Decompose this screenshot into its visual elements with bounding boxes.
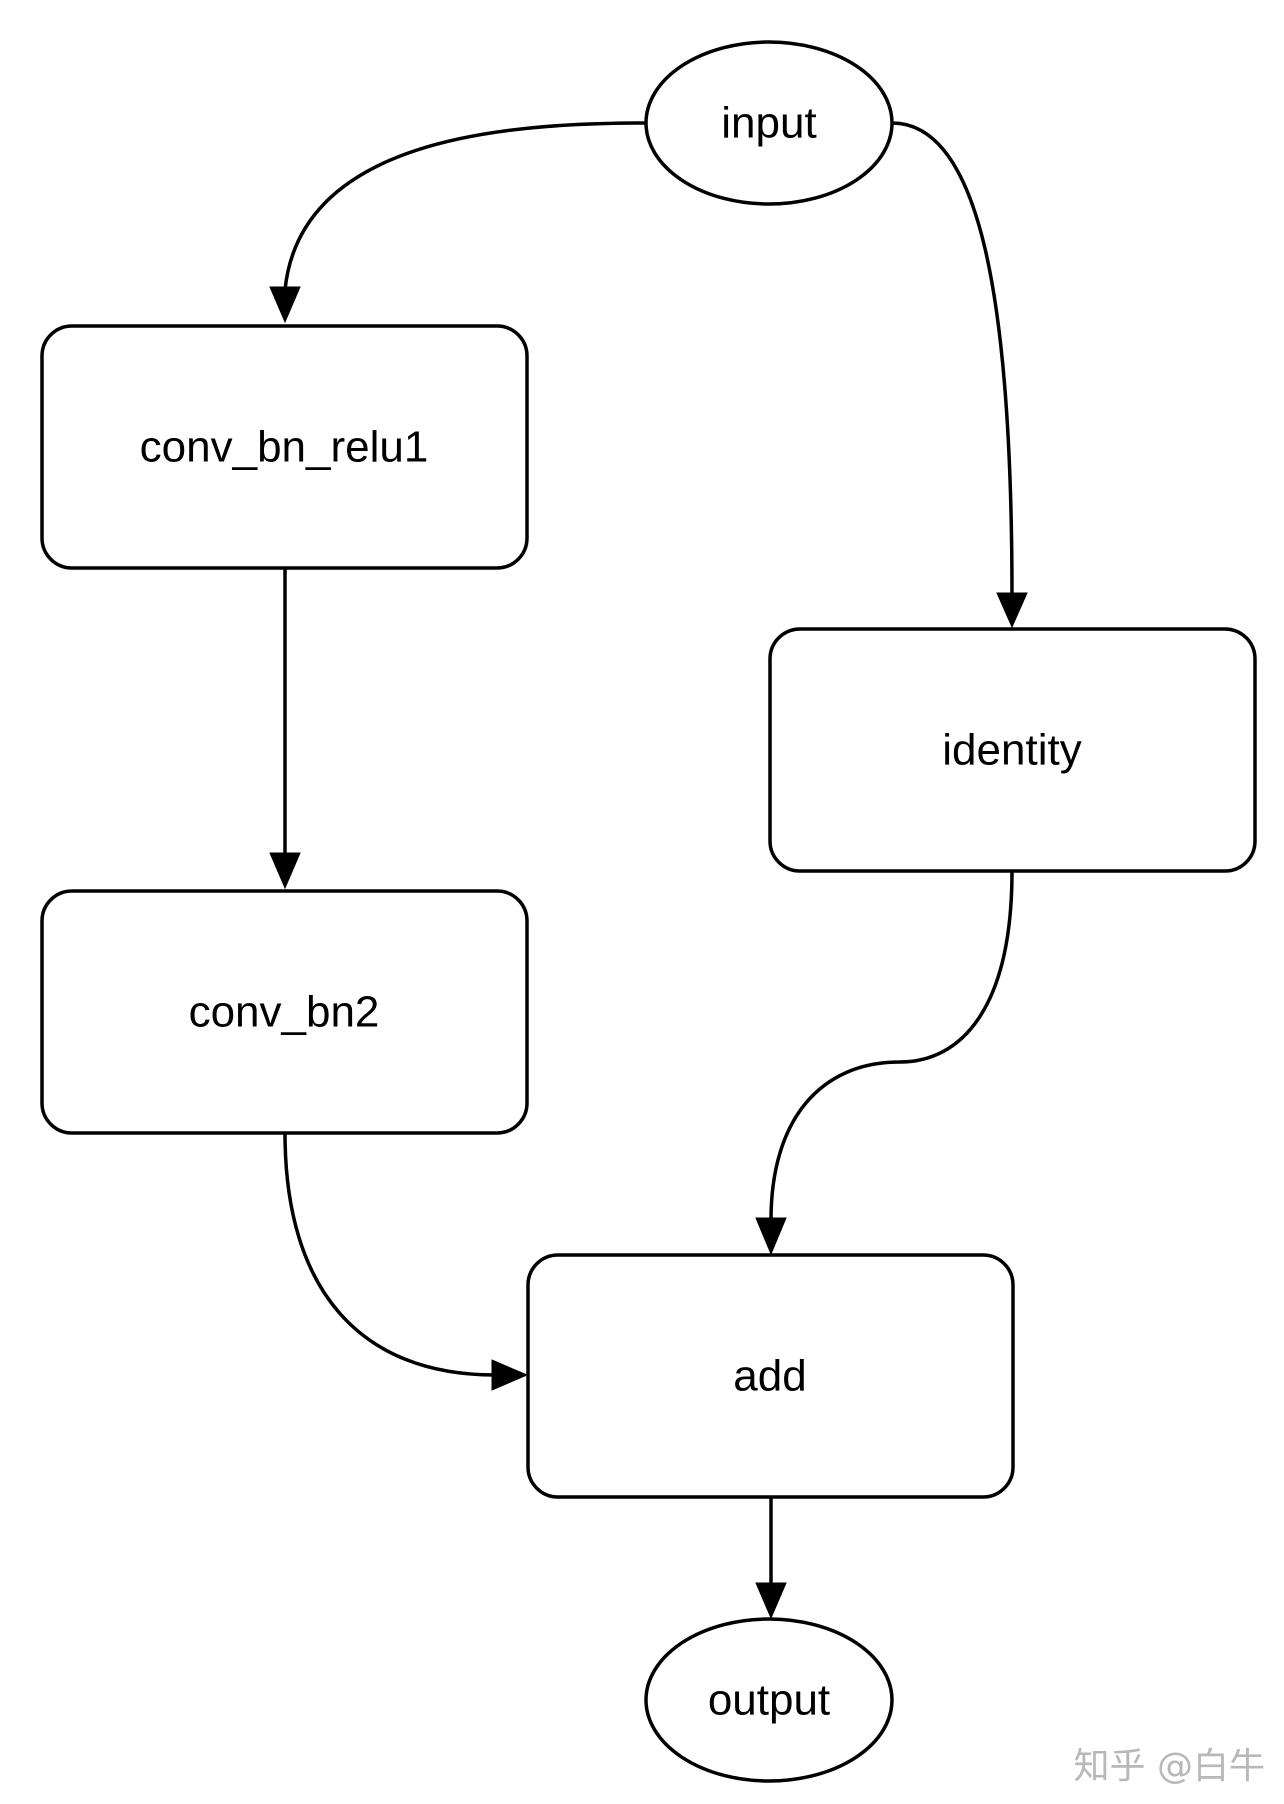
node-conv-bn-relu1-label: conv_bn_relu1 bbox=[140, 423, 429, 472]
arrowhead-conv-bn-relu1 bbox=[269, 286, 301, 324]
edge-input-to-identity bbox=[891, 121, 1014, 597]
edge-identity-to-add bbox=[769, 870, 1014, 1221]
node-identity-label: identity bbox=[942, 726, 1081, 775]
node-conv-bn-relu1: conv_bn_relu1 bbox=[40, 324, 529, 570]
edge-input-to-conv-bn-relu1 bbox=[283, 121, 647, 291]
edge-conv-bn2-to-add bbox=[283, 1132, 496, 1377]
node-output: output bbox=[644, 1617, 894, 1783]
node-identity: identity bbox=[768, 627, 1257, 873]
node-conv-bn2-label: conv_bn2 bbox=[189, 988, 380, 1037]
node-output-label: output bbox=[708, 1676, 830, 1725]
node-input: input bbox=[644, 40, 894, 206]
watermark: 知乎 @白牛 bbox=[1074, 1746, 1265, 1787]
arrowhead-conv-bn2 bbox=[269, 852, 301, 890]
node-add: add bbox=[526, 1253, 1015, 1499]
node-add-label: add bbox=[733, 1352, 806, 1401]
node-input-label: input bbox=[721, 99, 816, 148]
arrowhead-identity bbox=[996, 592, 1028, 629]
arrowhead-add-left bbox=[491, 1359, 529, 1391]
arrowhead-output bbox=[755, 1582, 787, 1620]
edges bbox=[269, 121, 1028, 1620]
arrowhead-add-top bbox=[755, 1217, 787, 1256]
node-conv-bn2: conv_bn2 bbox=[40, 889, 529, 1135]
